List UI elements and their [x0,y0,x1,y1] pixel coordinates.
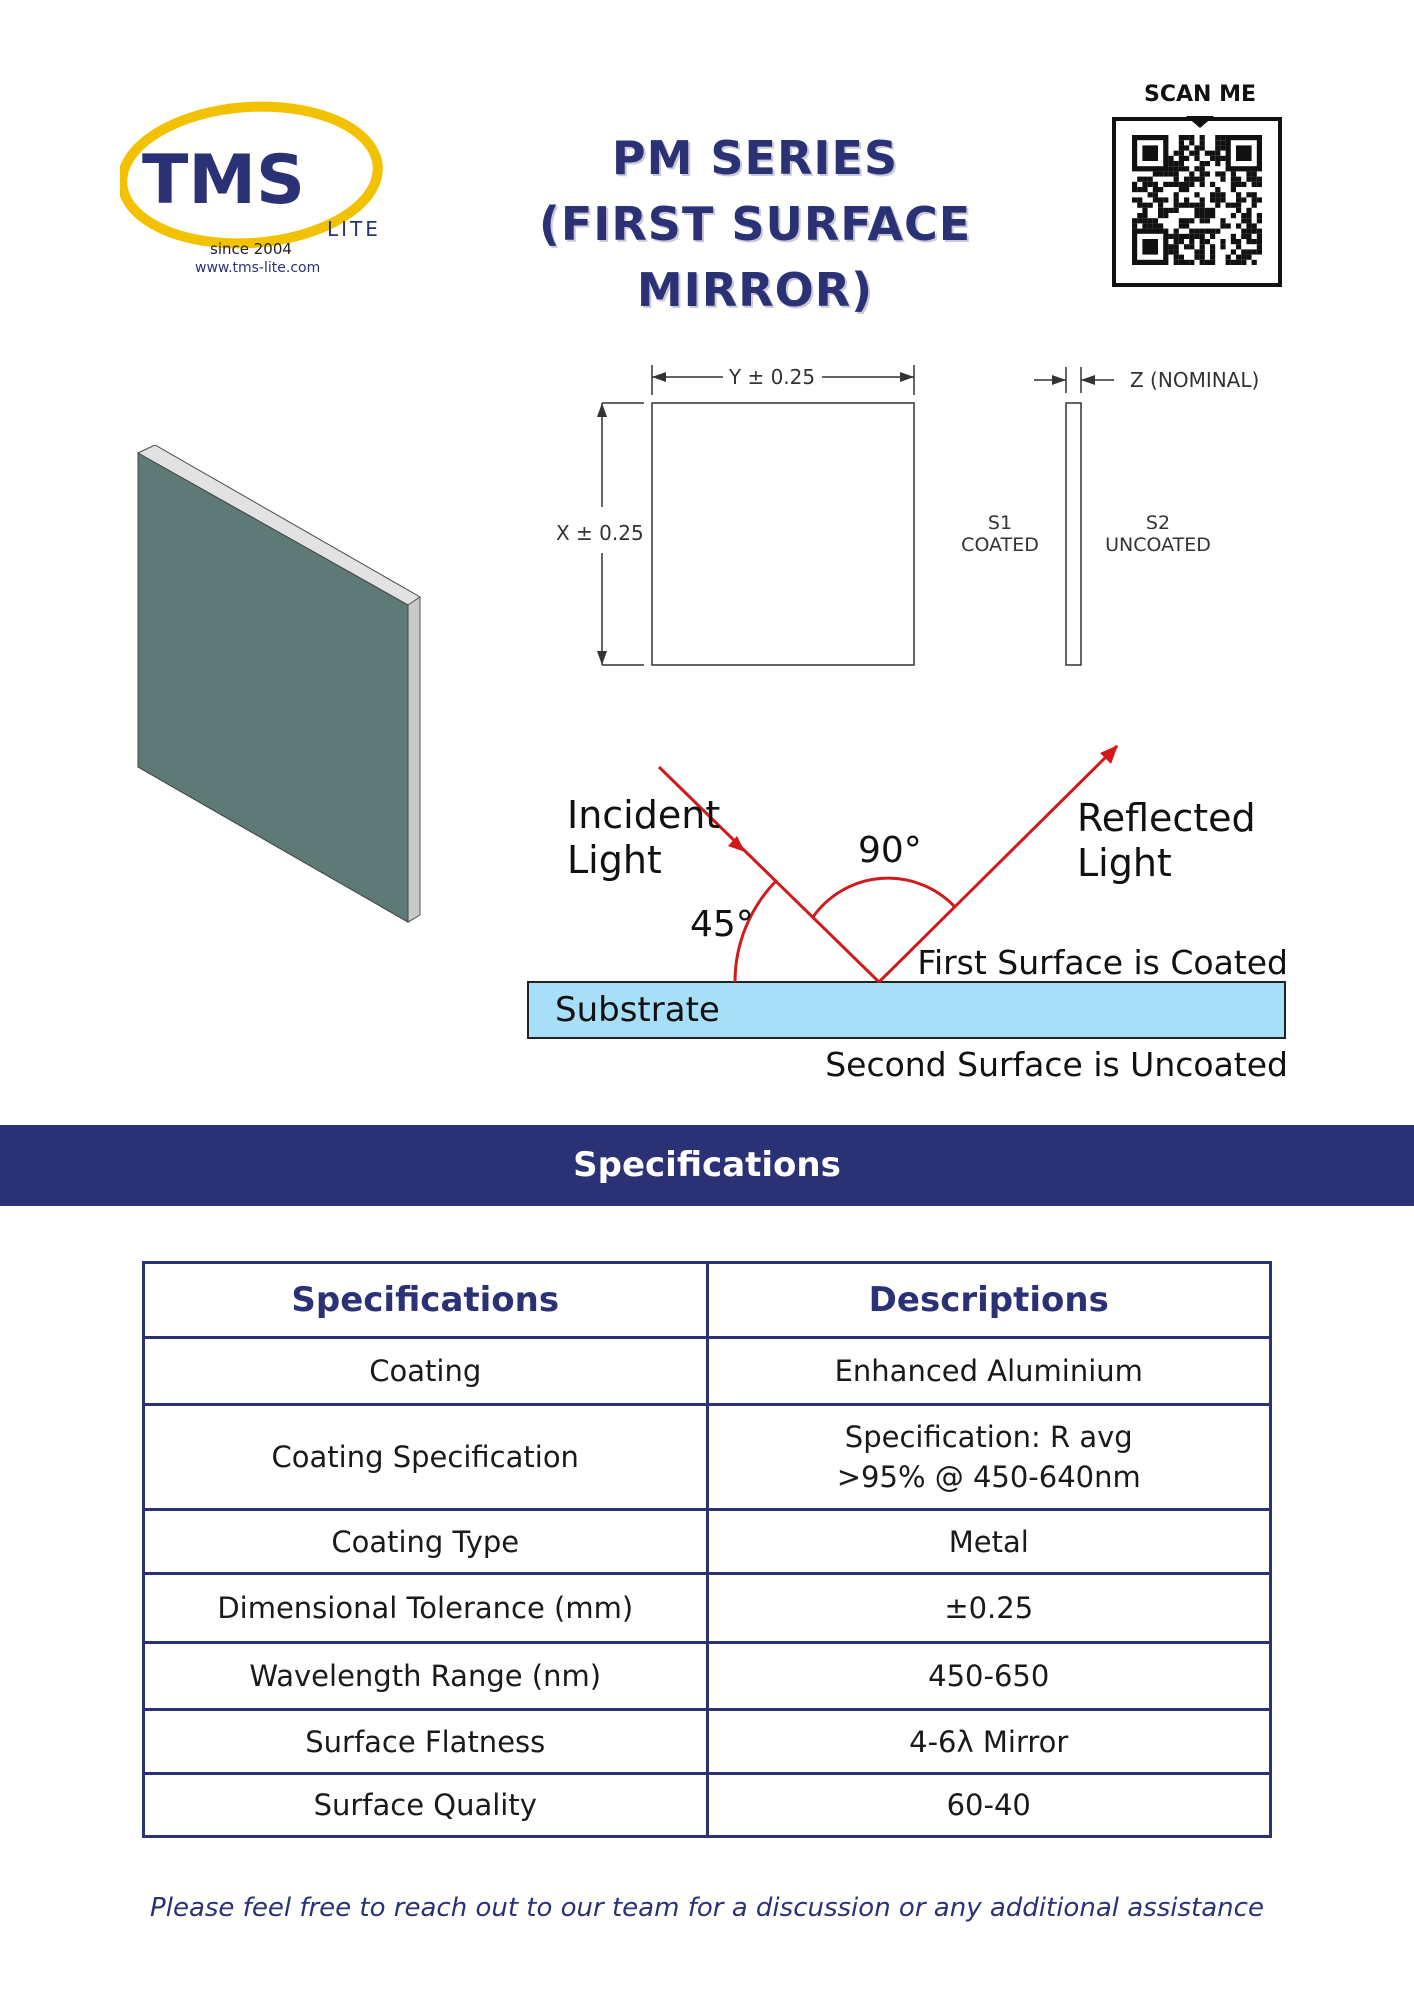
z-dimension-label: Z (NOMINAL) [1130,368,1259,392]
title-line-1: PM SERIES [611,131,899,185]
spec-cell: Surface Quality [142,1772,709,1838]
page-title: PM SERIES (FIRST SURFACE MIRROR) [420,125,1090,323]
table-row: Surface Flatness 4-6λ Mirror [142,1708,1272,1775]
incident-arrow-icon [728,836,745,852]
mirror-3d-illustration [136,445,421,923]
scan-me-label: SCAN ME [1143,82,1256,107]
table-row: Surface Quality 60-40 [142,1772,1272,1838]
reflected-label-2: Light [1077,841,1172,885]
incident-label-2: Light [567,838,662,882]
logo-text: TMS [142,141,305,220]
desc-cell: Enhanced Aluminium [705,1336,1272,1406]
desc-cell: Metal [705,1508,1272,1575]
qr-code-icon[interactable] [1132,135,1262,271]
desc-cell: Specification: R avg >95% @ 450-640nm [705,1403,1272,1511]
specifications-table: Specifications Descriptions Coating Enha… [142,1261,1272,1838]
table-row: Coating Specification Specification: R a… [142,1403,1272,1511]
y-dimension-label: Y ± 0.25 [728,365,815,389]
spec-cell: Coating [142,1336,709,1406]
reflection-diagram: Incident Light 90° 45° Reflected Light F… [527,744,1288,1084]
substrate-label: Substrate [555,990,720,1030]
angle-90-label: 90° [858,830,922,871]
table-row: Coating Enhanced Aluminium [142,1336,1272,1406]
desc-cell: 450-650 [705,1641,1272,1711]
s1-label: S1 [988,512,1012,534]
specifications-banner: Specifications [0,1125,1414,1206]
table-row: Wavelength Range (nm) 450-650 [142,1641,1272,1711]
logo-website: www.tms-lite.com [195,260,321,276]
spec-cell: Surface Flatness [142,1708,709,1775]
s2-state-label: UNCOATED [1105,534,1211,556]
table-row: Coating Type Metal [142,1508,1272,1575]
reflected-arrow-icon [1100,745,1118,764]
spec-cell: Coating Type [142,1508,709,1575]
table-header-row: Specifications Descriptions [142,1261,1272,1339]
desc-line-1: Specification: R avg [844,1420,1133,1454]
desc-cell: ±0.25 [705,1572,1272,1644]
scan-arrow-icon [1186,116,1214,128]
x-dimension-label: X ± 0.25 [556,521,644,545]
incident-label-1: Incident [567,793,720,837]
table-row: Dimensional Tolerance (mm) ±0.25 [142,1572,1272,1644]
header-specifications: Specifications [142,1261,709,1339]
reflected-label-1: Reflected [1077,796,1256,840]
tms-lite-logo: TMS LITE [120,101,383,249]
footer-note: Please feel free to reach out to our tea… [150,1893,1264,1923]
spec-cell: Dimensional Tolerance (mm) [142,1572,709,1644]
logo-since: since 2004 [210,240,292,258]
title-line-2: (FIRST SURFACE MIRROR) [538,197,972,317]
spec-cell: Coating Specification [142,1403,709,1511]
s1-state-label: COATED [961,534,1039,556]
second-surface-label: Second Surface is Uncoated [825,1045,1288,1084]
first-surface-label: First Surface is Coated [917,943,1288,982]
header-descriptions: Descriptions [705,1261,1272,1339]
dimension-drawing: Y ± 0.25 X ± 0.25 Z (NOMINAL) S1 COATED … [556,365,1259,666]
angle-45-label: 45° [690,904,754,945]
spec-cell: Wavelength Range (nm) [142,1641,709,1711]
desc-cell: 60-40 [705,1772,1272,1838]
desc-line-2: >95% @ 450-640nm [836,1460,1141,1494]
logo-sub-text: LITE [327,217,381,241]
s2-label: S2 [1146,512,1170,534]
desc-cell: 4-6λ Mirror [705,1708,1272,1775]
